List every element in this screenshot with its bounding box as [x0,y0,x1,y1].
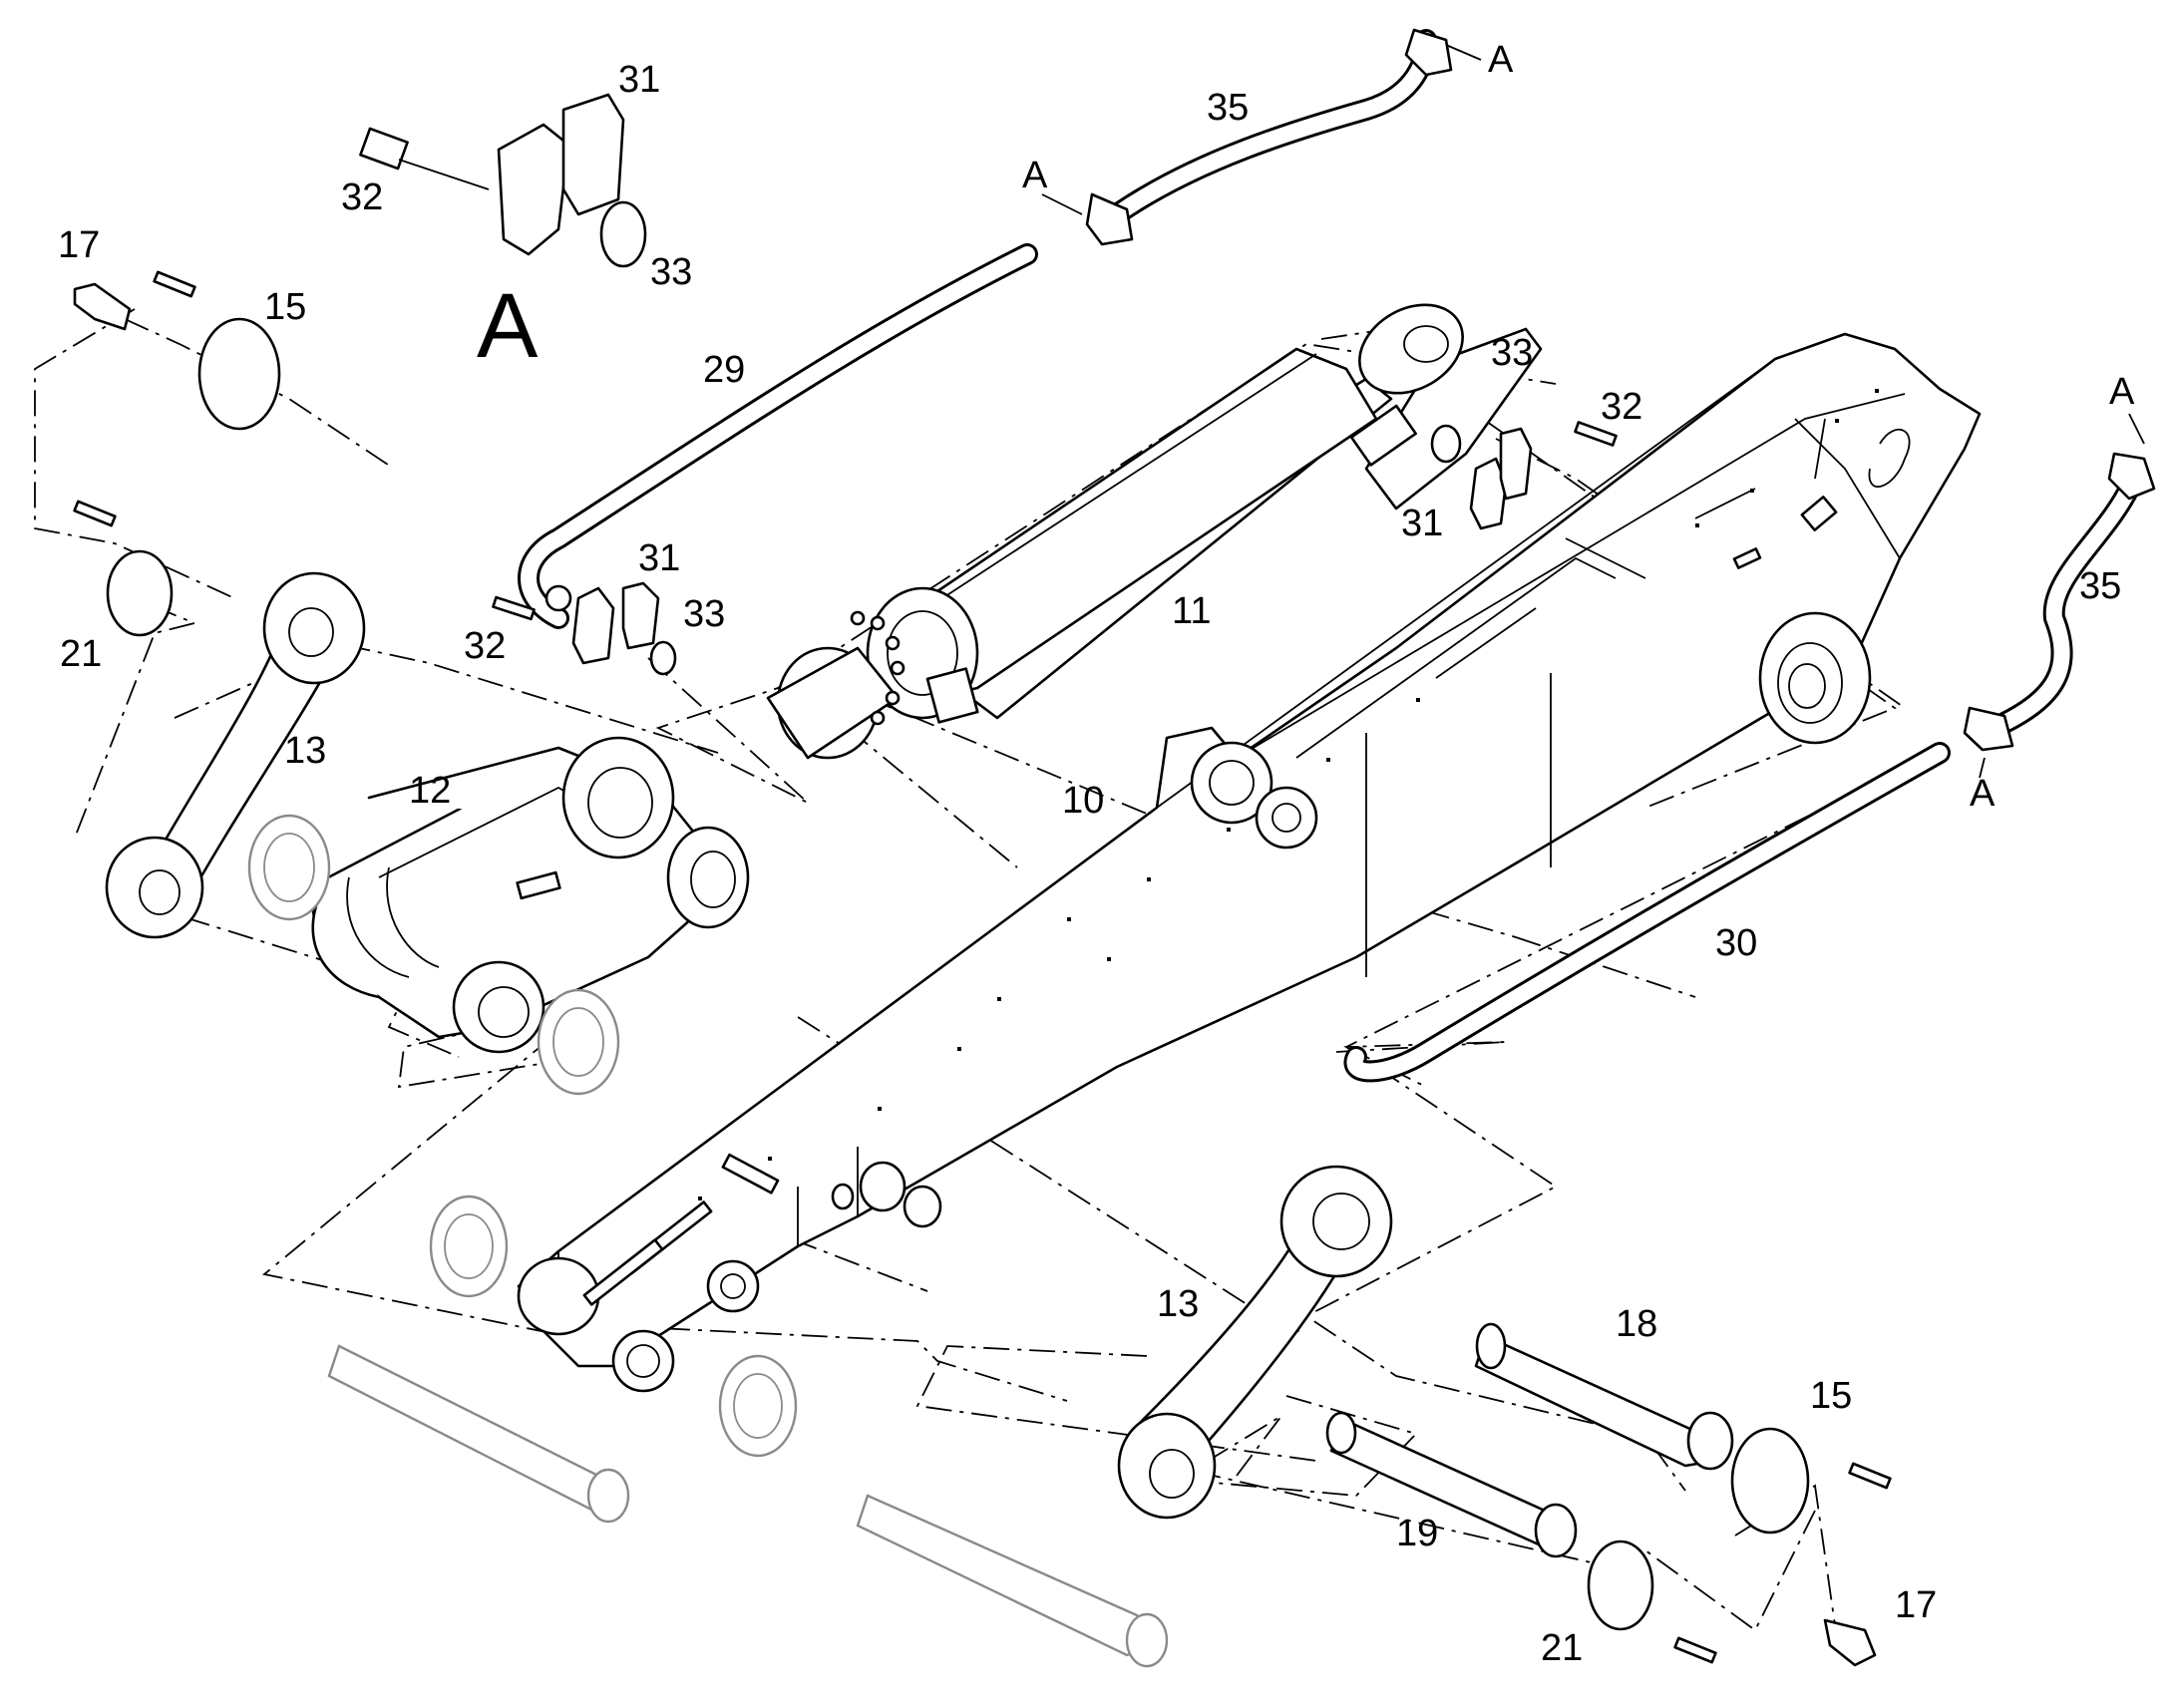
flange-small-right [1430,421,1618,530]
callout-19: 19 [1396,1513,1438,1554]
callout-32-right: 32 [1601,386,1642,428]
callout-35-top: 35 [1207,87,1249,129]
plate-21-top [106,549,174,637]
plate-15-bottom [1730,1427,1810,1535]
callout-31-detail: 31 [618,59,660,101]
hose-35-top [1085,28,1453,246]
pin-19 [1325,1411,1578,1558]
hose-29 [518,243,1038,629]
link-upper-left [105,571,366,939]
callout-12: 12 [409,770,451,812]
reference-pins [247,814,1169,1668]
callout-13-bottom: 13 [1157,1283,1199,1325]
callout-31-right: 31 [1401,503,1443,544]
pin-18 [1474,1322,1734,1471]
callout-33-detail: 33 [650,251,692,293]
callout-21-bottom: 21 [1541,1627,1583,1669]
callout-18: 18 [1616,1303,1657,1345]
callout-33-right: 33 [1491,332,1533,374]
hydraulic-cylinder [766,303,1543,760]
callout-30: 30 [1715,922,1757,964]
ref-A-right-top: A [2109,371,2135,413]
callout-32-left: 32 [464,625,506,667]
callout-35-right: 35 [2079,565,2121,607]
callout-17-top: 17 [58,224,100,266]
ref-A-top-left: A [1022,155,1048,196]
flange-detail-A [359,93,647,268]
ref-ticks [1041,44,2145,779]
ref-A-top-right: A [1488,39,1514,81]
callout-21-top: 21 [60,633,102,675]
hose-35-right [1963,452,2156,752]
callout-15-top: 15 [264,286,306,328]
detail-A-label: A [477,275,539,377]
callout-32-detail: 32 [341,176,383,218]
small-bolts [73,270,1892,1664]
cylinder-bolt-ring [850,610,906,726]
plate-21-bottom [1587,1539,1654,1631]
plate-15-top [197,317,281,431]
boom-arm [517,332,1982,1393]
callout-31-left: 31 [638,537,680,579]
bracket [307,736,750,1054]
hose-30 [1343,742,1951,1083]
link-lower-right [1117,1165,1393,1520]
grease-fitting-bottom [1823,1618,1877,1667]
ref-A-right-bottom: A [1970,773,1996,815]
callout-13-top: 13 [284,730,326,772]
boom-holes [698,389,1879,1200]
flange-small-left [492,581,677,676]
callout-10: 10 [1062,780,1104,822]
callout-17-bottom: 17 [1895,1584,1937,1626]
callout-29: 29 [703,349,745,391]
callout-labels: 10 11 12 13 13 15 15 17 17 18 19 21 21 2… [58,39,2135,1669]
grease-fitting-top [73,282,132,331]
callout-15-bottom: 15 [1810,1375,1852,1417]
callout-11: 11 [1172,590,1211,632]
callout-33-left: 33 [683,593,725,635]
